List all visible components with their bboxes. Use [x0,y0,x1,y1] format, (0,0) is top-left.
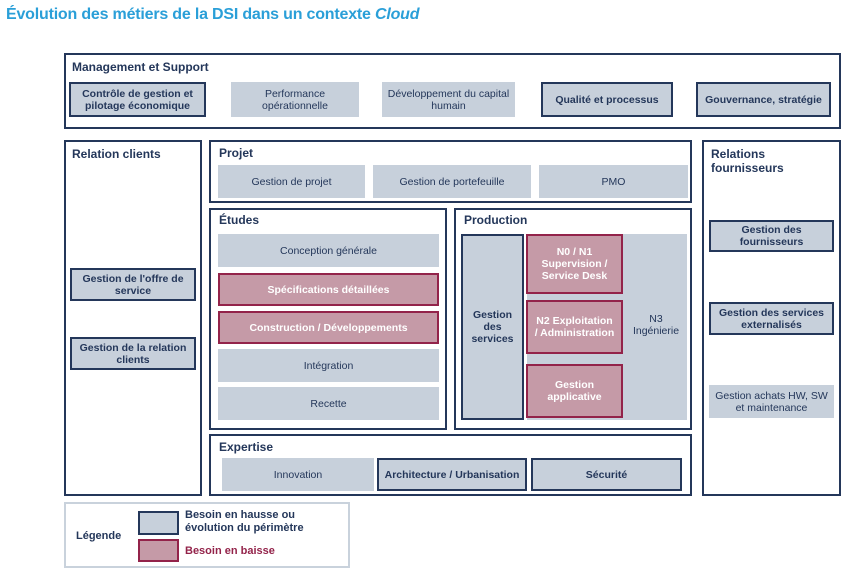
rf-fournisseurs: Gestion des fournisseurs [709,220,834,252]
management-title: Management et Support [72,60,209,74]
page-title: Évolution des métiers de la DSI dans un … [6,6,419,24]
projet-gestion-projet: Gestion de projet [218,165,365,198]
mgmt-capital-humain: Développement du capital humain [382,82,515,117]
production-title: Production [464,213,528,227]
projet-pmo: PMO [539,165,688,198]
prod-gestion-applicative: Gestion applicative [526,364,623,418]
legend-label: Légende [76,530,122,542]
projet-title: Projet [219,146,254,160]
relations-fournisseurs-title: Relations fournisseurs [711,147,784,175]
expertise-securite: Sécurité [531,458,682,491]
rc-offre-service: Gestion de l'offre de service [70,268,196,301]
legend [64,502,350,568]
legend-swatch-down [138,539,179,562]
rc-relation-clients: Gestion de la relation clients [70,337,196,370]
prod-n0-n1: N0 / N1 Supervision / Service Desk [526,234,623,294]
etudes-conception: Conception générale [218,234,439,267]
title-italic: Cloud [374,6,420,23]
etudes-title: Études [219,213,260,227]
mgmt-performance: Performance opérationnelle [231,82,359,117]
legend-down-text: Besoin en baisse [185,545,275,557]
mgmt-controle-gestion: Contrôle de gestion et pilotage économiq… [69,82,206,117]
rf-services-externalises: Gestion des services externalisés [709,302,834,335]
mgmt-qualite: Qualité et processus [541,82,673,117]
prod-n2: N2 Exploitation / Administration [526,300,623,354]
prod-n3-ingenierie: N3 Ingénierie [632,313,680,337]
expertise-title: Expertise [219,440,274,454]
legend-swatch-up [138,511,179,535]
expertise-innovation: Innovation [222,458,374,491]
legend-up-text: Besoin en hausse ou évolution du périmèt… [185,509,304,534]
rf-achats: Gestion achats HW, SW et maintenance [709,385,834,418]
mgmt-gouvernance: Gouvernance, stratégie [696,82,831,117]
expertise-architecture: Architecture / Urbanisation [377,458,527,491]
etudes-construction: Construction / Développements [218,311,439,344]
prod-gestion-services: Gestion des services [461,234,524,420]
projet-gestion-portefeuille: Gestion de portefeuille [373,165,531,198]
relation-clients-title: Relation clients [72,147,161,161]
etudes-recette: Recette [218,387,439,420]
etudes-integration: Intégration [218,349,439,382]
relation-clients-section [64,140,202,496]
etudes-specifications: Spécifications détaillées [218,273,439,306]
title-main: Évolution des métiers de la DSI dans un … [6,6,375,23]
